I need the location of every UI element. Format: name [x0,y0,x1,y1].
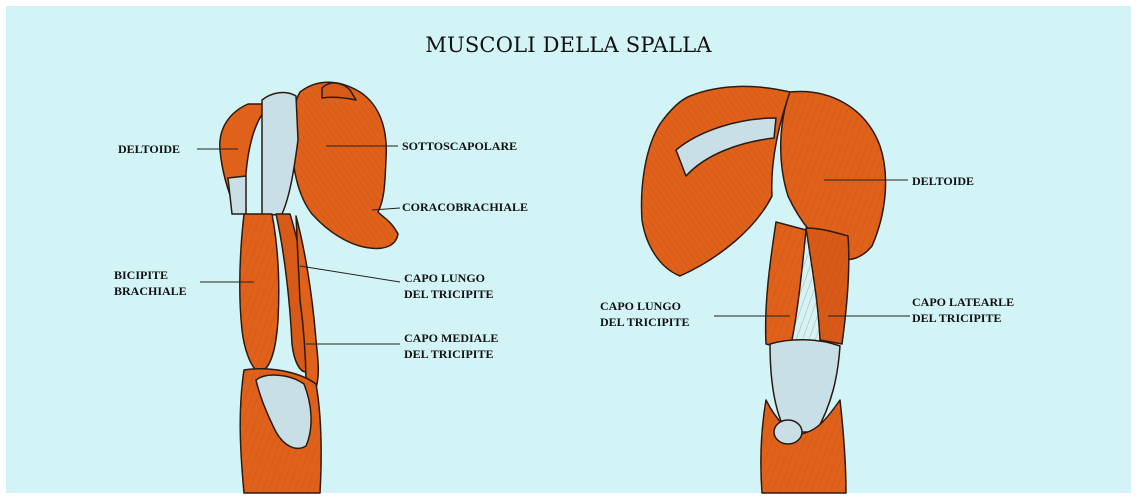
label-line: CAPO LUNGO [404,270,493,286]
scapula-tip [322,83,356,100]
label-line: DEL TRICIPITE [600,314,689,330]
label-line: DELTOIDE [118,141,180,157]
label-line: SOTTOSCAPOLARE [402,138,517,154]
label-bicipite-brachiale: BICIPITE BRACHIALE [114,267,187,299]
tendon-sheet [262,93,298,216]
leader-capo-lungo-left [300,266,400,282]
label-deltoide-left: DELTOIDE [118,141,180,157]
label-sottoscapolare: SOTTOSCAPOLARE [402,138,517,154]
label-line: CORACOBRACHIALE [402,199,528,215]
olecranon [774,420,802,444]
label-line: DEL TRICIPITE [404,346,498,362]
label-line: BRACHIALE [114,283,187,299]
label-line: CAPO LUNGO [600,298,689,314]
label-capo-laterale: CAPO LATEARLE DEL TRICIPITE [912,294,1014,326]
diagram-title: MUSCOLI DELLA SPALLA [0,33,1137,57]
label-coracobrachiale: CORACOBRACHIALE [402,199,528,215]
left-arm-illustration [220,82,398,493]
label-deltoide-right: DELTOIDE [912,173,974,189]
right-arm-illustration [642,86,886,493]
label-capo-mediale: CAPO MEDIALE DEL TRICIPITE [404,330,498,362]
label-line: BICIPITE [114,267,187,283]
label-line: CAPO LATEARLE [912,294,1014,310]
label-line: DEL TRICIPITE [404,286,493,302]
label-capo-lungo-left: CAPO LUNGO DEL TRICIPITE [404,270,493,302]
label-line: DEL TRICIPITE [912,310,1014,326]
label-line: DELTOIDE [912,173,974,189]
label-capo-lungo-right: CAPO LUNGO DEL TRICIPITE [600,298,689,330]
label-line: CAPO MEDIALE [404,330,498,346]
